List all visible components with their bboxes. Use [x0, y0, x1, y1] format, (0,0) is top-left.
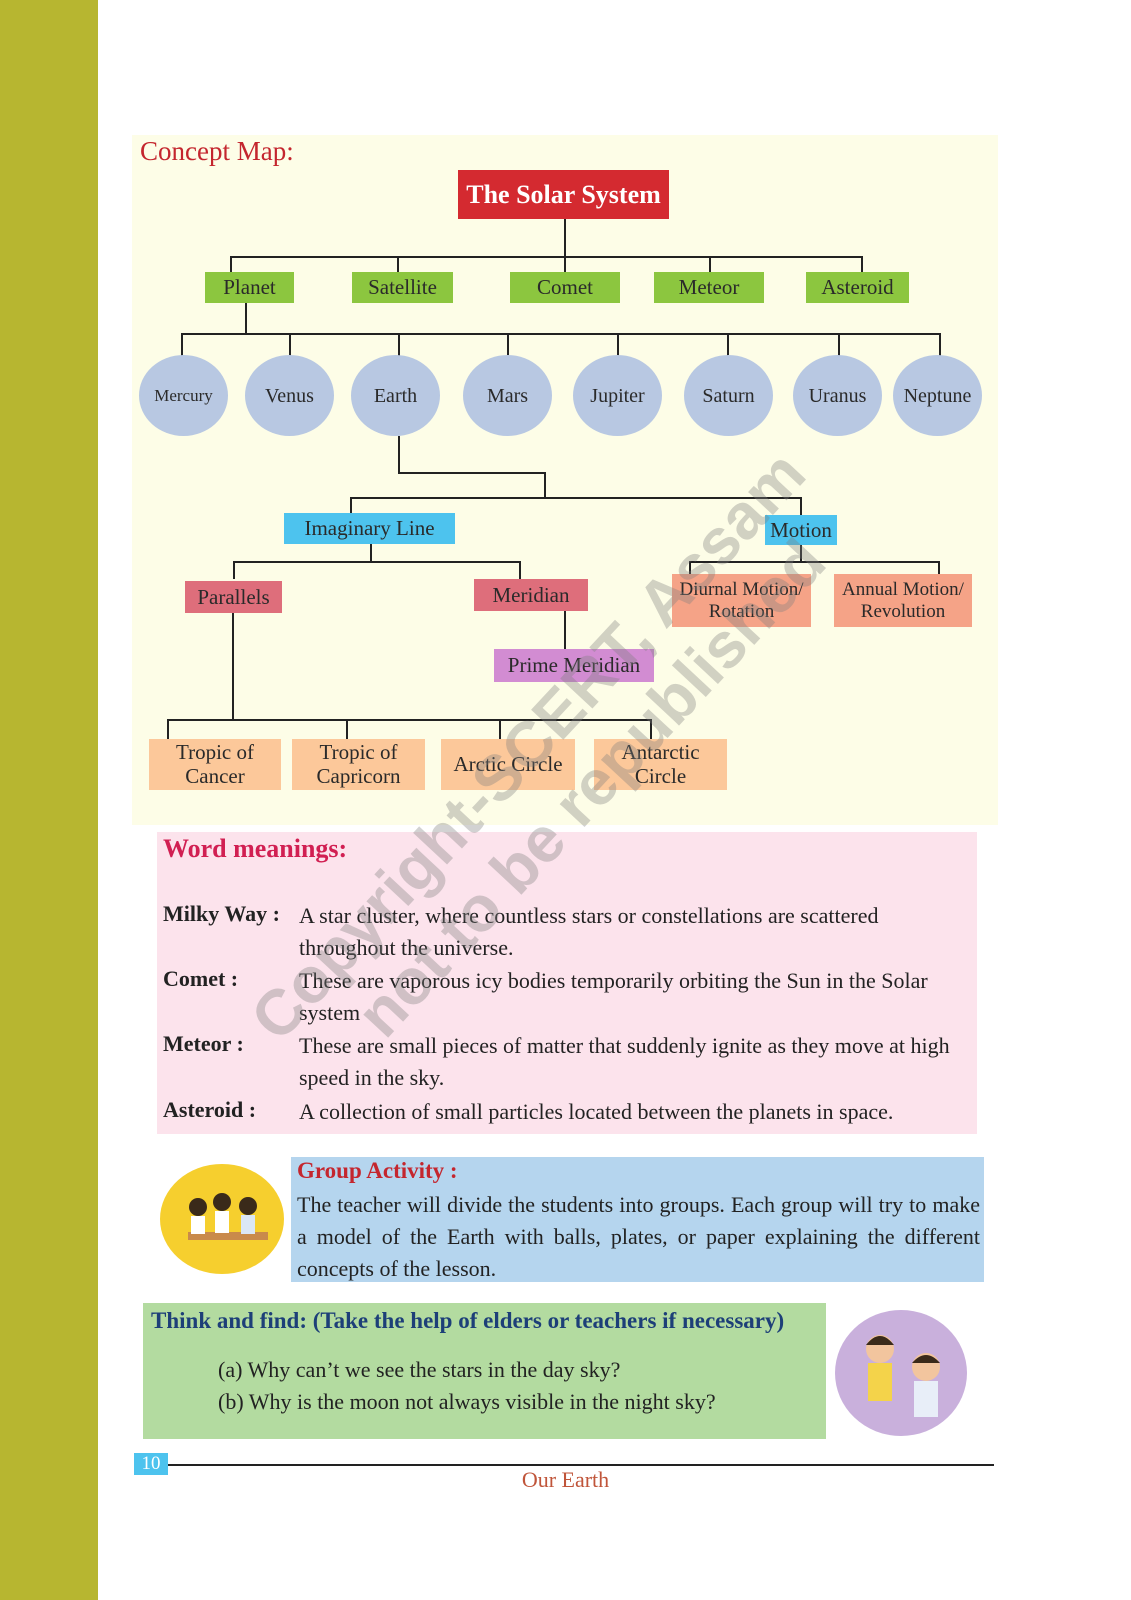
connector [289, 333, 291, 357]
question-b: (b) Why is the moon not always visible i… [218, 1389, 716, 1414]
connector [230, 256, 232, 273]
connector [398, 333, 400, 357]
connector [727, 333, 729, 357]
connector [800, 545, 802, 562]
connector [233, 561, 235, 579]
parallels-node: Parallels [185, 581, 282, 613]
antarctic-circle-node: Antarctic Circle [594, 739, 727, 790]
connector [167, 719, 169, 739]
arctic-circle-node: Arctic Circle [441, 739, 575, 790]
term-meteor: Meteor : [163, 1031, 244, 1056]
definition-asteroid: A collection of small particles located … [299, 1099, 894, 1124]
mars-node: Mars [463, 355, 552, 436]
annual-line-1: Annual Motion/ [842, 578, 964, 600]
tropic-of-capricorn-node: Tropic of Capricorn [292, 739, 425, 790]
connector [507, 333, 509, 357]
solar-system-node: The Solar System [458, 170, 669, 219]
connector [564, 256, 566, 273]
term-comet: Comet : [163, 966, 239, 991]
definition-meteor: These are small pieces of matter that su… [299, 1033, 950, 1090]
earth-node: Earth [351, 355, 440, 436]
asteroid-node: Asteroid [806, 272, 909, 303]
connector [544, 472, 546, 498]
connector [346, 719, 348, 739]
planet-node: Planet [205, 272, 294, 303]
neptune-node: Neptune [893, 355, 982, 436]
group-activity-text: The teacher will divide the students int… [297, 1192, 980, 1281]
connector [230, 256, 863, 258]
connector [861, 256, 863, 273]
connector [650, 719, 652, 739]
meteor-node: Meteor [654, 272, 764, 303]
prime-meridian-node: Prime Meridian [494, 649, 654, 682]
antarctic-line-1: Antarctic [621, 740, 700, 765]
definition-milky-way: A star cluster, where countless stars or… [299, 903, 879, 960]
connector [800, 497, 802, 515]
arctic-line-1: Arctic Circle [453, 751, 563, 776]
connector [181, 333, 941, 335]
footer-book-title: Our Earth [521, 1467, 610, 1492]
term-milky-way: Milky Way : [163, 901, 280, 926]
connector [397, 256, 399, 273]
mercury-node: Mercury [139, 355, 228, 436]
connector [350, 497, 352, 513]
connector [689, 561, 691, 575]
group-activity-box [291, 1157, 984, 1282]
connector [709, 256, 711, 273]
uranus-node: Uranus [793, 355, 882, 436]
question-a: (a) Why can’t we see the stars in the da… [218, 1357, 621, 1382]
connector [233, 561, 521, 563]
term-asteroid: Asteroid : [163, 1097, 257, 1122]
group-activity-title: Group Activity : [297, 1158, 458, 1183]
side-color-bar [0, 0, 98, 1600]
connector [167, 719, 652, 721]
annual-line-2: Revolution [860, 600, 946, 622]
motion-node: Motion [765, 515, 837, 545]
think-and-find-title: Think and find: (Take the help of elders… [151, 1308, 785, 1333]
satellite-node: Satellite [352, 272, 453, 303]
connector [398, 472, 546, 474]
connector [181, 333, 183, 357]
concept-map-heading: Concept Map: [140, 136, 294, 166]
connector [939, 333, 941, 357]
connector [499, 719, 501, 739]
capricorn-line-1: Tropic of [319, 740, 398, 765]
diurnal-line-2: Rotation [708, 600, 775, 622]
group-activity-illustration [160, 1164, 284, 1274]
imaginary-line-node: Imaginary Line [284, 513, 455, 544]
antarctic-line-2: Circle [634, 763, 687, 788]
cancer-line-1: Tropic of [176, 740, 254, 765]
capricorn-line-2: Capricorn [316, 763, 401, 788]
connector [519, 561, 521, 579]
annual-motion-node: Annual Motion/ Revolution [834, 574, 972, 627]
connector [564, 214, 566, 257]
tropic-of-cancer-node: Tropic of Cancer [149, 739, 281, 790]
comet-node: Comet [510, 272, 620, 303]
connector [232, 613, 234, 720]
connector [245, 303, 247, 334]
connector [938, 561, 940, 575]
jupiter-node: Jupiter [573, 355, 662, 436]
page-number: 10 [134, 1453, 168, 1475]
connector [350, 497, 802, 499]
diurnal-line-1: Diurnal Motion/ [679, 578, 804, 600]
thinking-children-illustration [835, 1310, 967, 1436]
connector [370, 544, 372, 562]
think-and-find-box [143, 1303, 826, 1439]
connector [398, 436, 400, 474]
diurnal-motion-node: Diurnal Motion/ Rotation [672, 574, 811, 627]
venus-node: Venus [245, 355, 334, 436]
definition-comet: These are vaporous icy bodies temporaril… [299, 968, 928, 1025]
meridian-node: Meridian [474, 579, 588, 611]
connector [838, 333, 840, 357]
cancer-line-2: Cancer [185, 763, 245, 788]
connector [617, 333, 619, 357]
word-meanings-title: Word meanings: [163, 834, 348, 863]
connector [689, 561, 940, 563]
saturn-node: Saturn [684, 355, 773, 436]
footer-rule [136, 1464, 994, 1466]
connector [564, 611, 566, 649]
word-meanings-box [157, 832, 977, 1134]
